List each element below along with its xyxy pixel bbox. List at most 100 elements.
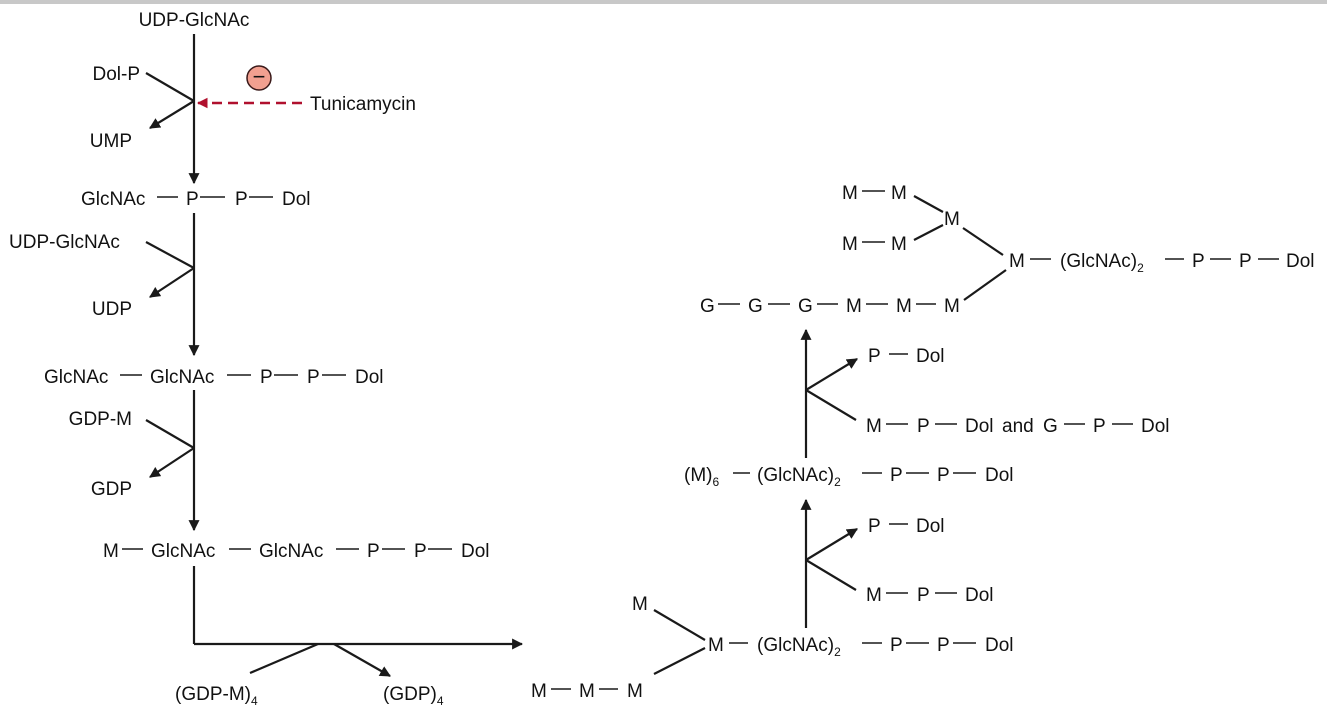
glcnac-label: GlcNAc <box>150 367 214 388</box>
glcnac-label: GlcNAc <box>151 541 215 562</box>
dol-label: Dol <box>461 541 490 562</box>
mannose-label: M <box>866 585 882 606</box>
m6-label: (M)6 <box>684 465 719 489</box>
mannose-label: M <box>891 183 907 204</box>
glcnac2-subscript: 2 <box>834 475 841 489</box>
top-border-bar <box>0 0 1327 4</box>
m-glcnac2-ppdol-structure: M GlcNAc GlcNAc P P Dol <box>103 541 490 562</box>
gdp4-label: (GDP)4 <box>383 684 444 708</box>
udp-out-arrow <box>149 267 195 298</box>
dol-label: Dol <box>355 367 384 388</box>
mannose-label: M <box>627 681 643 702</box>
glcnac2-label: (GlcNAc)2 <box>757 465 841 489</box>
phosphate-label: P <box>917 416 930 437</box>
mannose-label: M <box>531 681 547 702</box>
dol-label: Dol <box>985 465 1014 486</box>
mannose-label: M <box>842 183 858 204</box>
udp-glcnac-label: UDP-GlcNAc <box>9 232 120 253</box>
m5-branch-bottom <box>653 647 706 675</box>
final-oligosaccharide-structure: M M M M M M (GlcNAc)2 P P Dol G G G M M … <box>700 183 1315 317</box>
glcnac-ppdol-structure: GlcNAc P P Dol <box>81 189 311 210</box>
phosphate-label: P <box>307 367 320 388</box>
glcnac2-base: (GlcNAc) <box>757 465 834 486</box>
udpglcnac-in-line <box>145 241 195 269</box>
p-dol-product-1: P Dol <box>868 516 945 537</box>
mannose-label: M <box>866 416 882 437</box>
bond-dashes <box>120 190 1279 690</box>
phosphate-label: P <box>937 465 950 486</box>
dol-label: Dol <box>916 516 945 537</box>
mannose-label: M <box>944 296 960 317</box>
phosphate-label: P <box>1093 416 1106 437</box>
dol-label: Dol <box>1141 416 1170 437</box>
dol-label: Dol <box>965 585 994 606</box>
phosphate-label: P <box>937 635 950 656</box>
mannose-label: M <box>891 234 907 255</box>
mannose-label: M <box>944 209 960 230</box>
final-branch-2 <box>913 224 944 241</box>
phosphate-label: P <box>1239 251 1252 272</box>
m-g-p-dol-in-line <box>805 389 857 421</box>
udp-glcnac-label: UDP-GlcNAc <box>139 10 250 31</box>
dol-label: Dol <box>1286 251 1315 272</box>
glcnac2-ppdol-structure: GlcNAc GlcNAc P P Dol <box>44 367 384 388</box>
gdp4-base: (GDP) <box>383 684 437 705</box>
gdp-m-label: GDP-M <box>69 409 132 430</box>
mannose-label: M <box>896 296 912 317</box>
mannose-label: M <box>579 681 595 702</box>
glcnac-label: GlcNAc <box>81 189 145 210</box>
phosphate-label: P <box>235 189 248 210</box>
inhibitor-badge <box>246 65 272 91</box>
udp-label: UDP <box>92 299 132 320</box>
m5-branch-top <box>653 609 706 641</box>
inhibitor-minus-sign: − <box>253 64 266 89</box>
phosphate-label: P <box>367 541 380 562</box>
gdpm4-in-line <box>249 642 319 675</box>
glcnac2-label: (GlcNAc)2 <box>757 635 841 659</box>
mannose-label: M <box>842 234 858 255</box>
pathway-lines <box>145 34 1007 677</box>
dol-label: Dol <box>282 189 311 210</box>
gdp4-subscript: 4 <box>437 694 444 708</box>
gdp-m4-label: (GDP-M)4 <box>175 684 258 708</box>
phosphate-label: P <box>1192 251 1205 272</box>
mannose-label: M <box>846 296 862 317</box>
and-label: and <box>1002 416 1034 437</box>
glucose-label: G <box>798 296 813 317</box>
phosphate-label: P <box>868 346 881 367</box>
p-dol-product-2: P Dol <box>868 346 945 367</box>
glcnac2-label: (GlcNAc)2 <box>1060 251 1144 275</box>
final-branch-4 <box>963 269 1007 301</box>
phosphate-label: P <box>186 189 199 210</box>
gdp-label: GDP <box>91 479 132 500</box>
dol-label: Dol <box>916 346 945 367</box>
dol-label: Dol <box>965 416 994 437</box>
m6-glcnac2-ppdol-structure: (M)6 (GlcNAc)2 P P Dol <box>684 465 1014 489</box>
m-p-dol-in-line <box>805 559 857 591</box>
glcnac2-base: (GlcNAc) <box>1060 251 1137 272</box>
glcnac-label: GlcNAc <box>259 541 323 562</box>
glcnac2-subscript: 2 <box>834 645 841 659</box>
dol-label: Dol <box>985 635 1014 656</box>
mannose-label: M <box>1009 251 1025 272</box>
glucose-label: G <box>700 296 715 317</box>
p-dol-out-arrow-2 <box>805 358 858 391</box>
m-p-dol-and-g-p-dol-substrate: M P Dol and G P Dol <box>866 416 1170 437</box>
phosphate-label: P <box>917 585 930 606</box>
tunicamycin-label: Tunicamycin <box>310 94 416 115</box>
gdp4-out-arrow <box>333 643 391 677</box>
glcnac-label: GlcNAc <box>44 367 108 388</box>
phosphate-label: P <box>890 635 903 656</box>
phosphate-label: P <box>890 465 903 486</box>
final-branch-1 <box>913 195 944 213</box>
gdp-m4-base: (GDP-M) <box>175 684 251 705</box>
glucose-label: G <box>1043 416 1058 437</box>
m-p-dol-substrate: M P Dol <box>866 585 994 606</box>
ump-label: UMP <box>90 131 132 152</box>
phosphate-label: P <box>414 541 427 562</box>
phosphate-label: P <box>868 516 881 537</box>
m6-subscript: 6 <box>712 475 719 489</box>
gdp-m4-subscript: 4 <box>251 694 258 708</box>
p-dol-out-arrow-1 <box>805 528 858 561</box>
